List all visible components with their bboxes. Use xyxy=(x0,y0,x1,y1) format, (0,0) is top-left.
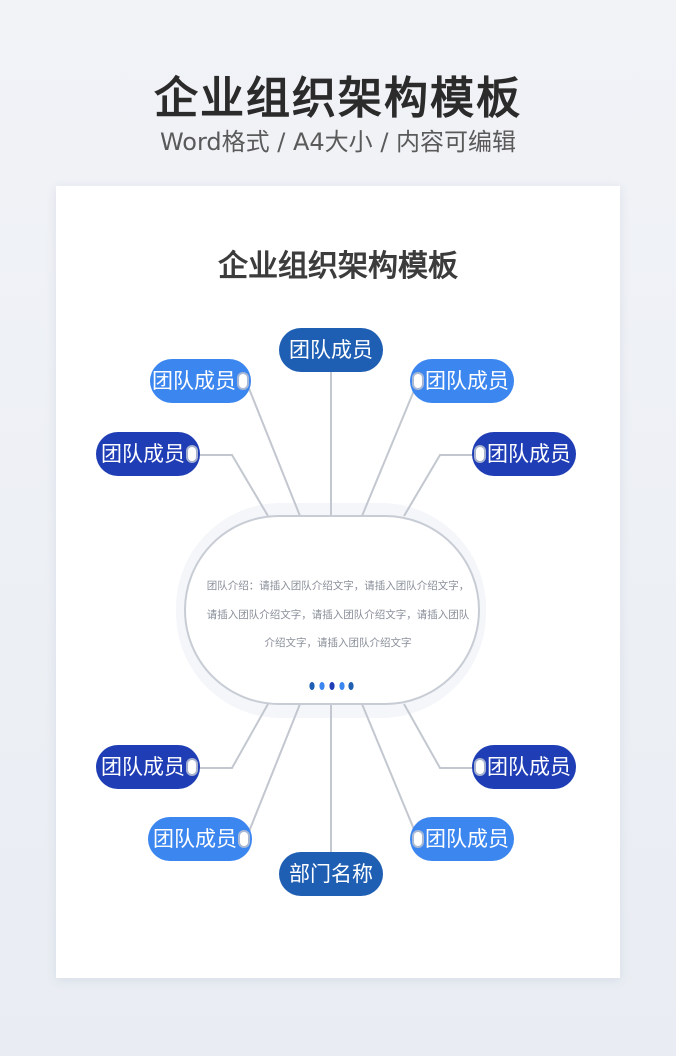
member-node-lower-right-2[interactable]: 团队成员 xyxy=(410,817,514,861)
connector-lower-right-2 xyxy=(361,703,419,840)
node-label: 团队成员 xyxy=(101,755,185,779)
connector-handle-icon xyxy=(476,447,484,461)
team-description: 团队介绍：请插入团队介绍文字，请插入团队介绍文字，请插入团队介绍文字，请插入团队… xyxy=(206,580,470,649)
connector-handle-icon xyxy=(188,447,196,461)
node-label: 团队成员 xyxy=(289,338,373,362)
node-label: 团队成员 xyxy=(487,755,571,779)
center-node xyxy=(184,515,480,705)
member-node-lower-left-2[interactable]: 团队成员 xyxy=(148,817,252,861)
indicator-dot xyxy=(319,682,325,690)
connector-lower-left-1 xyxy=(191,703,269,769)
connector-upper-left-1 xyxy=(245,380,301,517)
indicator-dot xyxy=(339,682,345,690)
connector-lower-left-2 xyxy=(245,703,301,840)
node-label: 团队成员 xyxy=(425,369,509,393)
node-label: 团队成员 xyxy=(487,442,571,466)
header-subtitle: Word格式 / A4大小 / 内容可编辑 xyxy=(159,128,517,156)
node-label: 团队成员 xyxy=(425,827,509,851)
connector-handle-icon xyxy=(476,760,484,774)
indicator-dots xyxy=(309,682,354,690)
connector-handle-icon xyxy=(240,832,248,846)
member-node-upper-right-2[interactable]: 团队成员 xyxy=(472,432,576,476)
member-node-upper-left-1[interactable]: 团队成员 xyxy=(150,359,251,403)
indicator-dot xyxy=(309,682,315,690)
indicator-dot xyxy=(348,682,354,690)
connector-upper-left-2 xyxy=(191,454,269,517)
node-label: 团队成员 xyxy=(153,827,237,851)
member-node-upper-left-2[interactable]: 团队成员 xyxy=(96,432,200,476)
member-node-lower-left-1[interactable]: 团队成员 xyxy=(96,745,200,789)
connector-lower-right-1 xyxy=(403,703,478,769)
member-node-upper-right-1[interactable]: 团队成员 xyxy=(410,359,514,403)
member-node-top[interactable]: 团队成员 xyxy=(279,328,383,372)
node-label: 团队成员 xyxy=(101,442,185,466)
connector-upper-right-1 xyxy=(361,380,419,517)
member-node-lower-right-1[interactable]: 团队成员 xyxy=(472,745,576,789)
node-label: 团队成员 xyxy=(152,369,236,393)
document-title: 企业组织架构模板 xyxy=(218,249,458,284)
connector-handle-icon xyxy=(239,374,247,388)
connector-lines xyxy=(191,370,478,852)
department-node-bottom[interactable]: 部门名称 xyxy=(279,852,383,896)
connector-handle-icon xyxy=(414,374,422,388)
header-title: 企业组织架构模板 xyxy=(154,73,522,124)
connector-handle-icon xyxy=(188,760,196,774)
connector-upper-right-2 xyxy=(403,454,478,517)
connector-handle-icon xyxy=(414,832,422,846)
indicator-dot xyxy=(329,682,335,690)
node-label: 部门名称 xyxy=(289,862,373,886)
